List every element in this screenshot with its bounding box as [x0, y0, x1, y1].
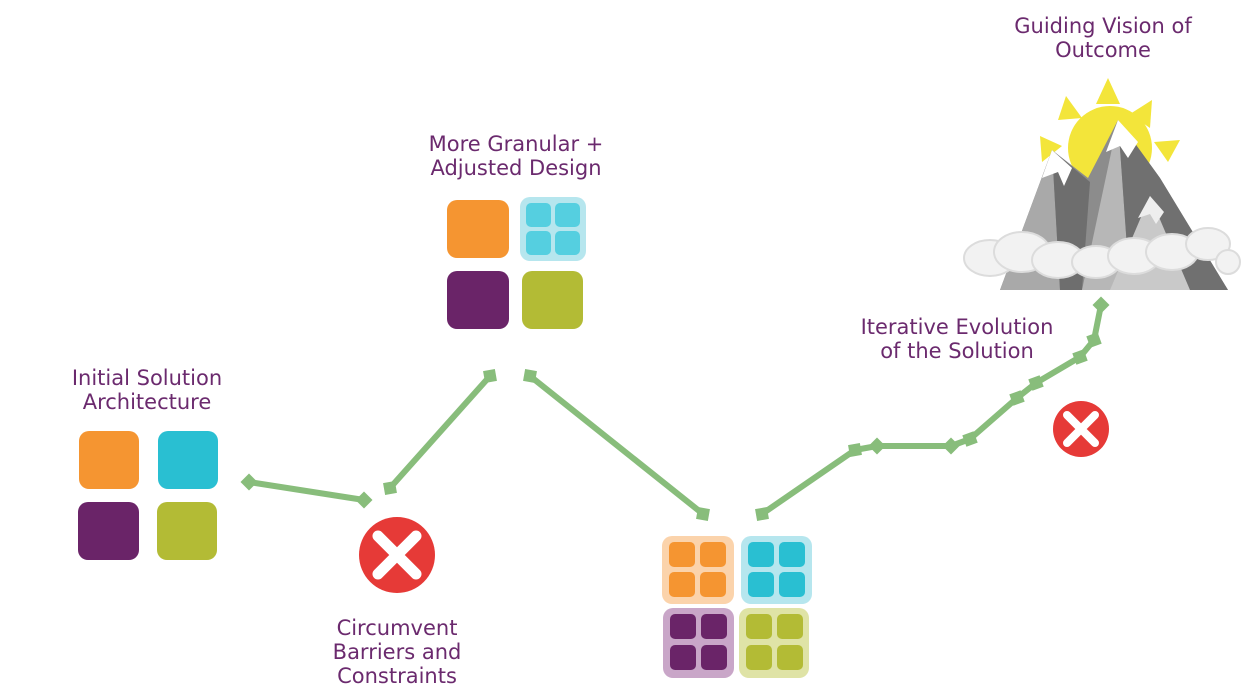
path-marker	[483, 369, 497, 383]
path-segment-3	[527, 373, 706, 517]
evolution-path	[246, 302, 1104, 517]
path-marker	[1009, 390, 1025, 406]
block-purple-cell	[670, 614, 696, 639]
block-cyan-cell	[526, 231, 551, 255]
block-orange	[79, 431, 139, 489]
path-marker	[868, 437, 886, 455]
path-marker	[383, 481, 397, 495]
clouds	[963, 227, 1241, 279]
block-cyan-cell	[779, 572, 805, 597]
label-more-granular-design: More Granular + Adjusted Design	[428, 132, 604, 180]
block-cyan-cell	[748, 542, 774, 567]
path-marker	[1072, 349, 1088, 365]
block-purple-cell	[670, 645, 696, 670]
block-cyan-cell	[555, 231, 580, 255]
initial-architecture-blocks	[78, 431, 218, 560]
path-segment-2	[387, 373, 493, 491]
path-marker	[1028, 375, 1044, 391]
block-cyan-cell	[526, 203, 551, 227]
path-marker	[523, 369, 537, 383]
block-purple-cell	[701, 645, 727, 670]
block-purple-cell	[701, 614, 727, 639]
path-marker	[355, 491, 373, 509]
path-segment-1	[246, 479, 367, 503]
block-olive	[157, 502, 217, 560]
block-orange	[447, 200, 509, 258]
block-orange-cell	[669, 542, 695, 567]
block-orange-cell	[700, 542, 726, 567]
path-markers	[240, 296, 1110, 521]
path-marker	[848, 443, 862, 457]
block-olive-cell	[777, 645, 803, 670]
path-marker	[1086, 332, 1102, 348]
path-marker	[696, 507, 710, 521]
block-olive-cell	[746, 614, 772, 639]
path-marker	[942, 437, 960, 455]
block-olive-cell	[777, 614, 803, 639]
block-cyan-cell	[555, 203, 580, 227]
label-initial-solution-architecture: Initial Solution Architecture	[71, 366, 223, 414]
block-cyan-cell	[779, 542, 805, 567]
path-marker	[755, 507, 769, 521]
block-purple	[447, 271, 509, 329]
stop-x-icon	[359, 517, 435, 593]
path-marker	[1092, 296, 1110, 314]
label-iterative-evolution: Iterative Evolution of the Solution	[860, 315, 1054, 363]
block-cyan-cell	[748, 572, 774, 597]
block-orange-cell	[669, 572, 695, 597]
mountain-sun-icon	[963, 78, 1241, 290]
block-cyan	[158, 431, 218, 489]
path-segment-4	[759, 302, 1104, 517]
granular-design-blocks	[447, 197, 586, 329]
block-purple	[78, 502, 139, 560]
path-marker	[240, 473, 258, 491]
block-olive-cell	[746, 645, 772, 670]
granular-final-blocks	[662, 536, 812, 678]
block-olive	[522, 271, 583, 329]
label-guiding-vision: Guiding Vision of Outcome	[1014, 14, 1192, 62]
stop-x-icon	[1053, 401, 1109, 457]
block-orange-cell	[700, 572, 726, 597]
path-marker	[962, 431, 978, 447]
